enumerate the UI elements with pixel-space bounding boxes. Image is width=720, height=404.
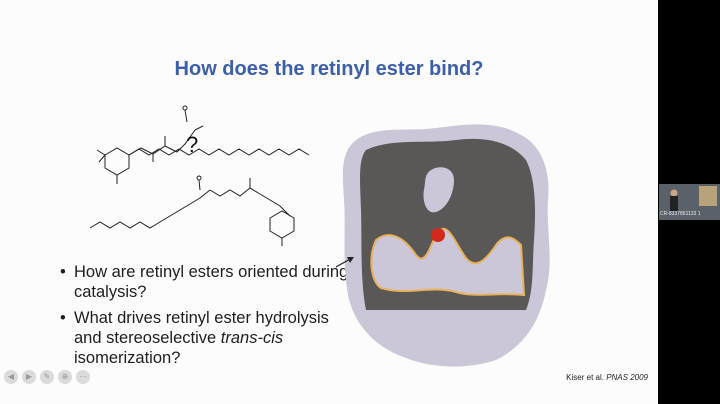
video-label: CR-8337851133 1 [660, 211, 701, 217]
question-mark: ? [186, 132, 199, 157]
retinyl-ester-structures [89, 105, 310, 246]
pen-icon[interactable]: ✎ [40, 370, 54, 384]
prev-icon[interactable]: ◀ [4, 370, 18, 384]
bullet-marker: • [60, 309, 66, 327]
speaker-icon [659, 184, 720, 220]
more-icon[interactable]: ⋯ [76, 370, 90, 384]
slide: How does the retinyl ester bind? [0, 0, 658, 404]
bullet-marker: • [60, 263, 66, 281]
bullet-text: How are retinyl esters oriented during c… [74, 263, 349, 301]
speaker-video-thumbnail[interactable]: CR-8337851133 1 [659, 184, 720, 220]
play-icon[interactable]: ▶ [22, 370, 36, 384]
citation: Kiser et al. PNAS 2009 [566, 373, 648, 382]
bullet-item: • What drives retinyl ester hydrolysis a… [60, 308, 360, 368]
bullet-list: • How are retinyl esters oriented during… [60, 262, 360, 374]
slide-title: How does the retinyl ester bind? [174, 58, 484, 80]
zoom-icon[interactable]: ⊕ [58, 370, 72, 384]
bullet-text: What drives retinyl ester hydrolysis and… [74, 309, 329, 367]
presentation-controls: ◀ ▶ ✎ ⊕ ⋯ [4, 370, 90, 384]
bullet-item: • How are retinyl esters oriented during… [60, 262, 360, 302]
protein-surface-image [336, 124, 550, 367]
